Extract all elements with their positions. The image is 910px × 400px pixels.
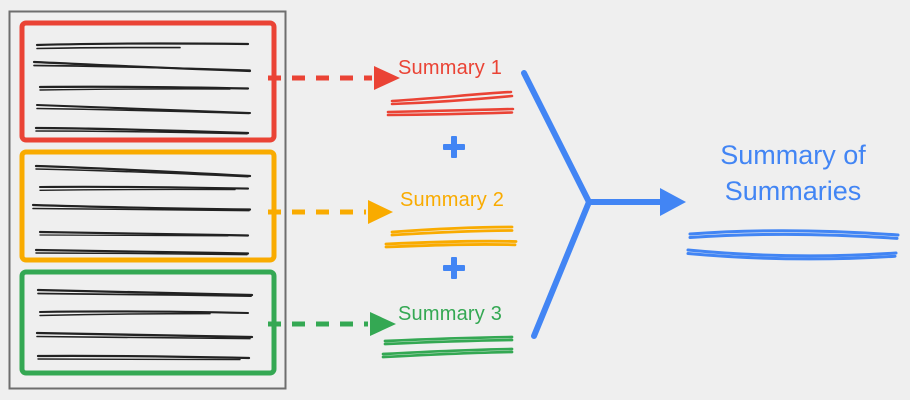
chunk-2-orange[interactable] [19, 149, 277, 263]
chunk-1-scribbles [32, 42, 252, 135]
dashed-arrow-red [268, 66, 400, 90]
dashed-arrow-green [268, 312, 396, 336]
final-summary-squiggles [686, 229, 900, 261]
source-document-container [8, 10, 287, 390]
summary-3-squiggles [381, 335, 514, 359]
summary-2-squiggles [384, 225, 518, 249]
chunk-2-border [19, 149, 277, 263]
chunk-2-scribbles [31, 164, 252, 256]
summary-2-label: Summary 2 [400, 189, 505, 211]
merge-arrow-blue [521, 70, 665, 339]
chunk-1-red[interactable] [19, 20, 277, 143]
summary-of-summaries-label: Summary of Summaries [720, 140, 866, 206]
merge-arrow-head [660, 188, 686, 216]
summary-1-label: Summary 1 [398, 57, 503, 79]
summary-1-squiggles [386, 90, 515, 117]
plus-operator-1 [443, 136, 465, 158]
dashed-arrow-orange [268, 200, 393, 224]
chunk-3-scribbles [35, 288, 254, 361]
plus-operator-2 [443, 257, 465, 279]
chunk-1-border [19, 20, 277, 143]
summary-3-label: Summary 3 [398, 303, 503, 325]
